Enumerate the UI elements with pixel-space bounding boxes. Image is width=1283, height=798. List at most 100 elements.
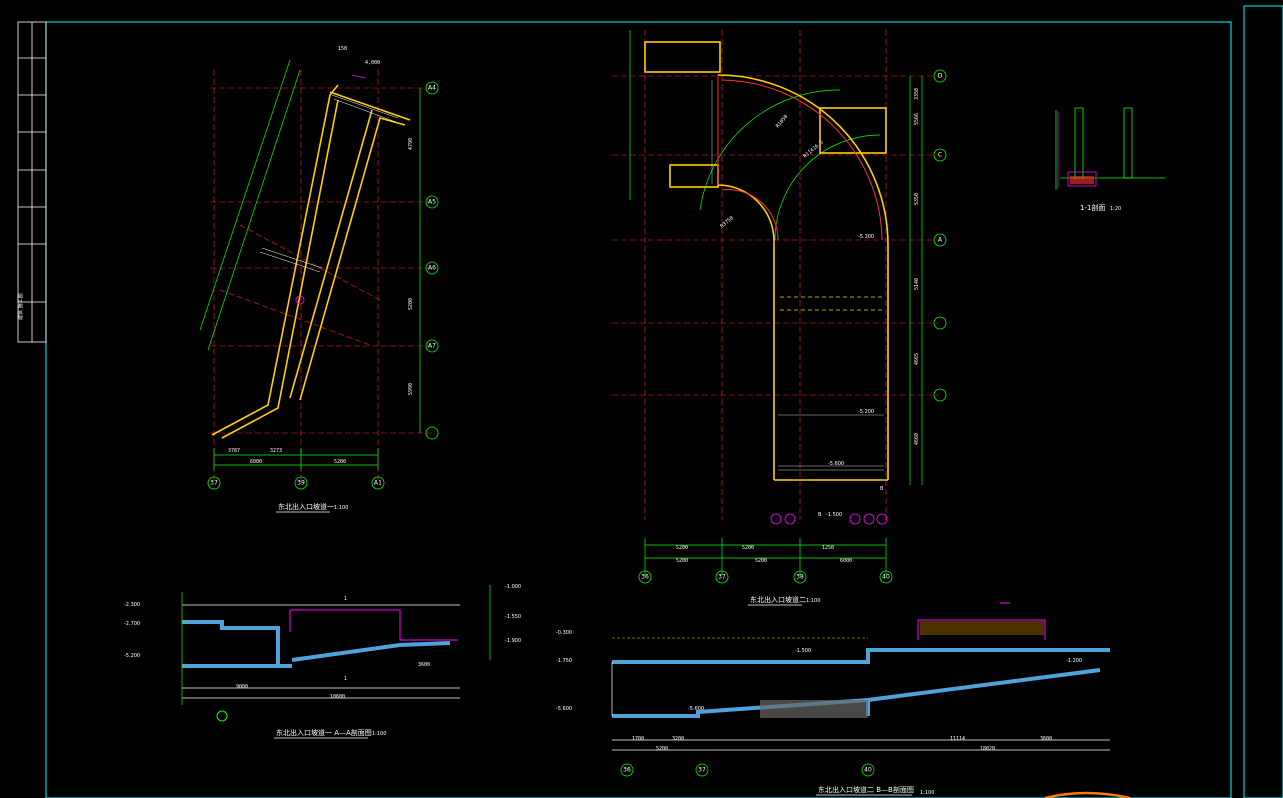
plan-two-dim-right-5: 4665	[914, 353, 920, 365]
plan-one-grid-right-4: A7	[428, 343, 436, 350]
plan-two-hatch	[711, 80, 884, 471]
section-bb-elev-1: -0.300	[556, 630, 572, 636]
section-bb-dim-6: 18020	[980, 746, 995, 752]
section-bb-grid-1: 36	[623, 767, 631, 774]
plan-two-grid-bottom-2: 37	[718, 574, 726, 581]
plan-two-dim-bottom-2: 5200	[742, 545, 754, 551]
plan-two-dim-bottom-3: 1250	[822, 545, 834, 551]
section-bb-dim-3: 3200	[672, 736, 684, 742]
plan-two-dim-right-3: 5350	[914, 193, 920, 205]
plan-two-elev-4: -1.500	[826, 512, 842, 518]
section-aa-elev-6: -1.900	[505, 638, 521, 644]
section-bb-fill	[760, 700, 868, 718]
plan-two-grid-bottom-4: 40	[882, 574, 890, 581]
plan-one-grid-bottom-2: 39	[297, 480, 305, 487]
plan-one-magenta-marks	[295, 74, 366, 305]
plan-one-stair-hatch	[259, 94, 399, 273]
section-aa-concrete	[182, 620, 451, 668]
plan-one-grid-right-3: A6	[428, 265, 436, 272]
drawing-frame	[45, 5, 1283, 798]
plan-one-dim-bottom-2: 3273	[270, 448, 282, 454]
plan-two-elev-2: -5.300	[858, 234, 874, 240]
plan-one-scale: 1:100	[334, 505, 348, 511]
plan-two-dim-right-4: 5140	[914, 278, 920, 290]
plan-one-ramp-walls	[211, 84, 411, 439]
plan-one-drawing: 37 39 A1 A4 A5 A6 A7 3787 3273 6000 5200…	[199, 46, 439, 513]
detail-1-1-scale: 1:20	[1110, 206, 1121, 212]
plan-one-grid-bottom-3: A1	[374, 480, 382, 487]
section-bb-elev-2: -1.750	[556, 658, 572, 664]
plan-two-dim-bottom-4: 6000	[840, 558, 852, 564]
plan-two-dim-right-2: 5566	[914, 113, 920, 125]
section-bb-drawing: 36 37 40 -0.300 -1.750 -5.600 -1.500 -1.…	[556, 602, 1110, 796]
plan-two-ramp-edges	[717, 75, 883, 241]
section-aa-elev-1: -2.300	[124, 602, 140, 608]
revision-cloud	[1044, 791, 1131, 798]
section-bb-grid-3: 40	[864, 767, 872, 774]
title-block-text: 建筑 施工图	[17, 293, 24, 320]
detail-1-1-title: 1-1剖面	[1080, 203, 1105, 212]
section-aa-drawing: -2.300 -2.700 -5.200 -1.000 -1.550 -1.90…	[124, 584, 521, 739]
section-aa-elev-4: -1.000	[505, 584, 521, 590]
section-aa-mark-1: 1	[344, 596, 347, 602]
plan-two-axis-bubbles	[638, 69, 947, 584]
plan-two-radius-2: R1050	[775, 114, 789, 129]
plan-two-grid-right-3: A	[938, 237, 943, 244]
section-bb-hatch	[920, 621, 1044, 635]
plan-one-dim-bottom-3: 6000	[250, 459, 262, 465]
section-bb-title: 东北出入口坡道二 B—B剖面图	[818, 785, 914, 794]
plan-two-elev-1: -5.600	[828, 461, 844, 467]
plan-two-dim-right-6: 4660	[914, 433, 920, 445]
plan-one-dim-top-2: 150	[338, 46, 347, 52]
section-bb-grid-2: 37	[698, 767, 706, 774]
plan-two-grid	[612, 30, 940, 520]
plan-two-dim-right-1: 3350	[914, 88, 920, 100]
plan-one-grid-bottom-1: 37	[210, 480, 218, 487]
section-bb-elev-3: -5.600	[556, 706, 572, 712]
plan-two-title: 东北出入口坡道二	[750, 595, 806, 604]
section-aa-scale: 1:100	[372, 731, 386, 737]
plan-two-dim-bottom-6: 5200	[755, 558, 767, 564]
plan-two-dim-bottom-5: 5200	[676, 558, 688, 564]
plan-one-dim-right-3: 5990	[408, 383, 414, 395]
section-aa-dim-1: 9000	[236, 684, 248, 690]
plan-two-elev-3: -5.200	[858, 409, 874, 415]
plan-one-title: 东北出入口坡道一	[278, 502, 334, 511]
plan-one-dim-right-2: 5200	[408, 298, 414, 310]
section-aa-elev-5: -1.550	[505, 614, 521, 620]
section-bb-elev-5: -1.200	[1066, 658, 1082, 664]
plan-one-dim-bottom-1: 3787	[228, 448, 240, 454]
plan-two-grid-right-2: C	[938, 152, 942, 159]
section-aa-elev-3: -5.200	[124, 653, 140, 659]
section-aa-elev-2: -2.700	[124, 621, 140, 627]
plan-two-drawing: 36 37 38 40 D C A 5200 5200 1250 6000 52…	[612, 30, 947, 606]
plan-one-dim-bottom-4: 5200	[334, 459, 346, 465]
plan-one-dimensions	[199, 59, 421, 470]
plan-two-radius-3: R3750	[719, 215, 734, 229]
plan-one-axis-bubbles	[207, 81, 439, 490]
section-aa-mark-2: 1	[344, 676, 347, 682]
plan-two-radius-1: R11416.5	[802, 139, 824, 159]
plan-two-scale: 1:100	[806, 598, 820, 604]
detail-1-1-drawing: 1-1剖面 1:20	[1055, 107, 1165, 212]
plan-two-ramp-walls	[644, 41, 889, 481]
section-aa-dim-2: 10600	[330, 694, 345, 700]
plan-two-section-mark-2: B	[880, 486, 884, 492]
plan-one-grid-right-1: A4	[428, 85, 436, 92]
plan-two-dim-bottom-1: 5200	[676, 545, 688, 551]
section-bb-elev-6: -5.600	[688, 706, 704, 712]
section-bb-dim-5: 3600	[1040, 736, 1052, 742]
plan-one-grid-right-2: A5	[428, 199, 436, 206]
plan-two-magenta-markers	[770, 513, 888, 525]
plan-one-grid	[210, 70, 432, 480]
plan-two-grid-bottom-1: 36	[641, 574, 649, 581]
section-aa-dim-3: 3600	[418, 662, 430, 668]
section-aa-title: 东北出入口坡道一 A—A剖面图	[276, 728, 372, 737]
plan-one-dim-right-1: 4790	[408, 138, 414, 150]
plan-one-dim-top-1: 4,000	[365, 60, 380, 66]
section-bb-dim-1: 1700	[632, 736, 644, 742]
section-aa-axis-bubble	[216, 710, 228, 722]
section-bb-scale: 1:100	[920, 790, 934, 796]
title-block-strip	[17, 21, 47, 343]
